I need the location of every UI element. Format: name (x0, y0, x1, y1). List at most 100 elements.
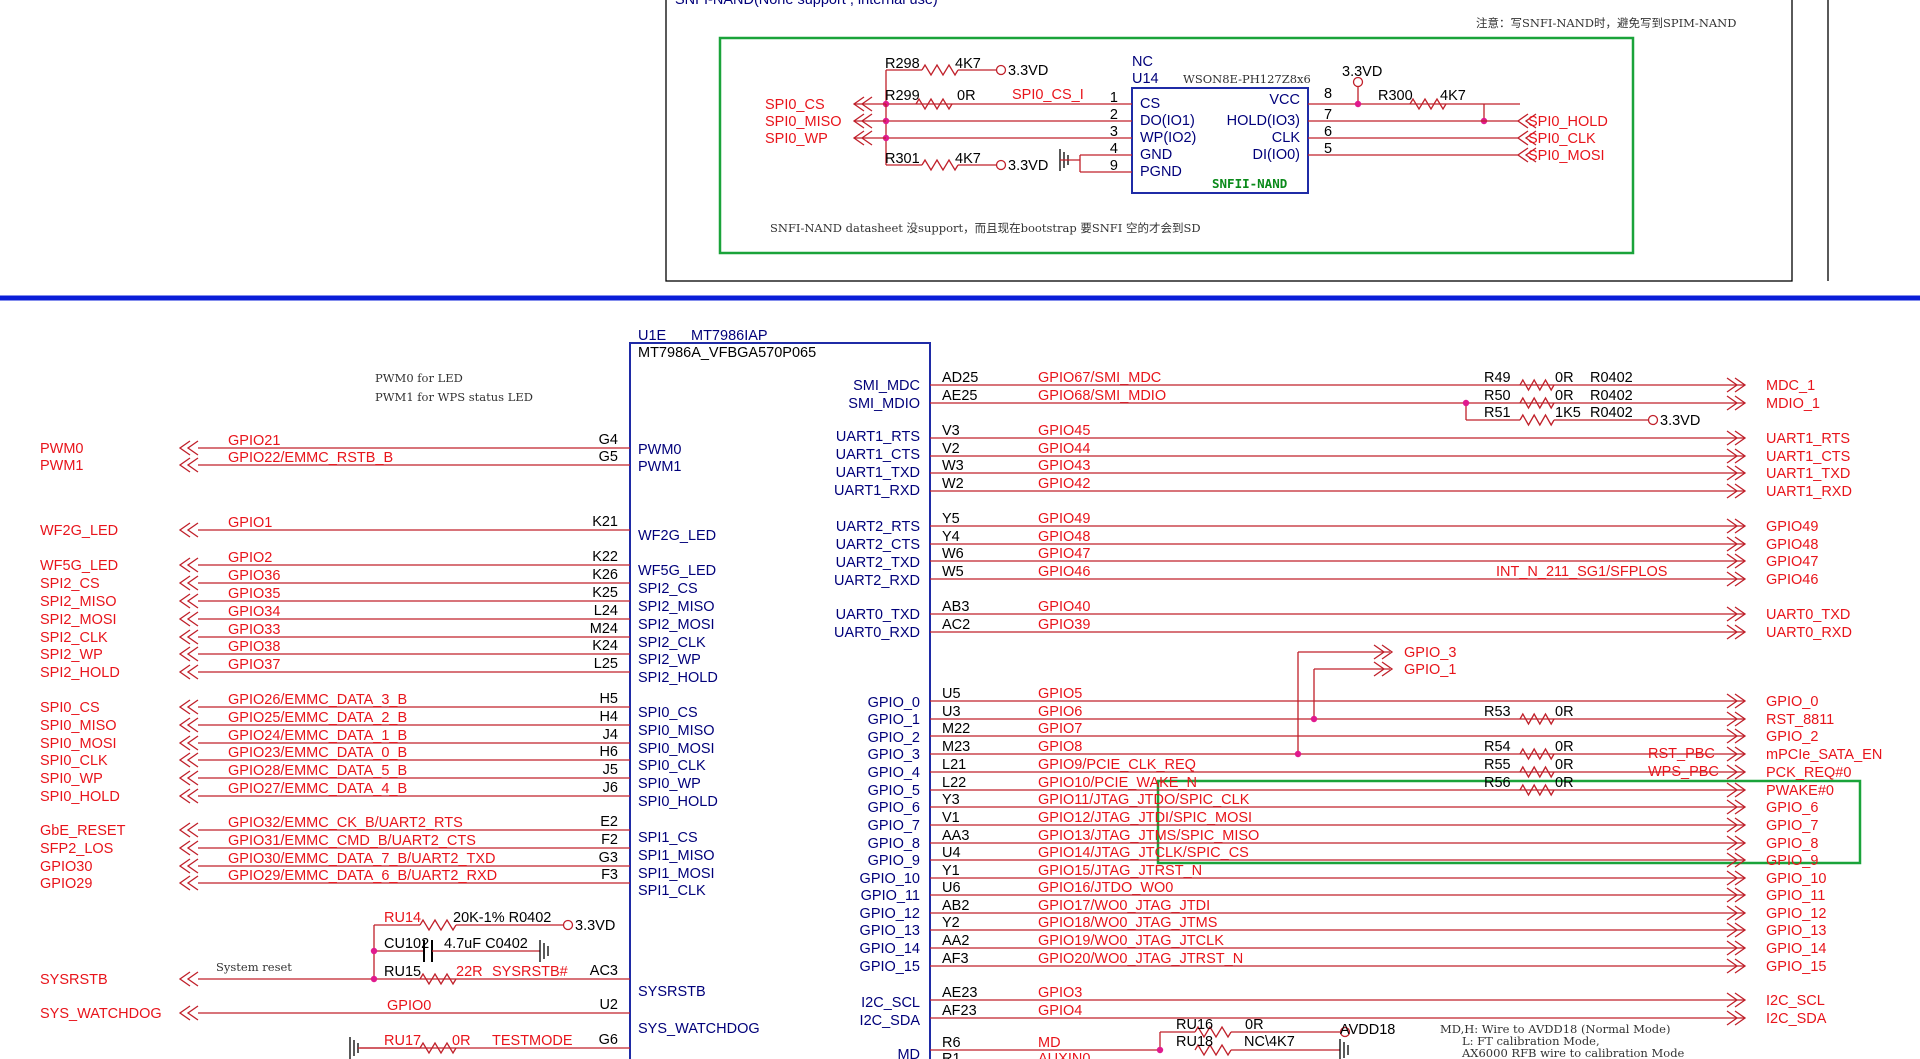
left-pin-name: WF5G_LED (638, 563, 716, 579)
right-pin-name: UART1_RTS (836, 429, 920, 445)
right-net-label: GPIO4 (1038, 1003, 1082, 1019)
port-arrow (1516, 113, 1537, 129)
right-port-arrow (1726, 553, 1747, 569)
right-port-arrow (1726, 624, 1747, 640)
left-port-arrow (178, 646, 199, 662)
right-port-arrow (1726, 922, 1747, 938)
left-ball-label: K21 (592, 514, 618, 530)
u14-pin-num: 8 (1324, 86, 1332, 102)
left-ball-label: G5 (599, 449, 618, 465)
right-net-label: GPIO16/JTDO_WO0 (1038, 880, 1173, 896)
right-pin-name: UART2_RTS (836, 519, 920, 535)
left-net-label: GPIO36 (228, 568, 280, 584)
left-net-label: GPIO0 (387, 998, 431, 1014)
left-port-arrow (178, 971, 199, 987)
avdd18-node (1339, 1026, 1351, 1038)
right-pin-name: MD (897, 1047, 920, 1059)
snfi-warning-note: 注意：写SNFI-NAND时，避免写到SPIM-NAND (1476, 16, 1736, 30)
right-ball-label: W6 (942, 546, 964, 562)
right-net-label: GPIO67/SMI_MDC (1038, 370, 1161, 386)
ru14-value: 20K-1% R0402 (453, 910, 551, 926)
right-ball-label: AA3 (942, 828, 969, 844)
right-port-label: GPIO_11 (1766, 888, 1825, 904)
u14-part: WSON8E-PH127Z8x6 (1183, 72, 1311, 86)
pwm-note-0: PWM0 for LED (375, 371, 463, 385)
left-port-arrow (178, 752, 199, 768)
left-ball-label: H6 (599, 744, 618, 760)
left-net-label: GPIO23/EMMC_DATA_0_B (228, 745, 407, 761)
right-port-label: GPIO_0 (1766, 694, 1818, 710)
right-ball-label: W2 (942, 476, 964, 492)
smi-resistor-value: 1K5 (1555, 405, 1581, 421)
cu102-ref: CU102 (384, 936, 429, 952)
right-ball-label: Y2 (942, 915, 960, 931)
right-pin-name: GPIO_7 (868, 818, 920, 834)
left-port-arrow (178, 611, 199, 627)
right-port-arrow (1726, 782, 1747, 798)
left-port-arrow (178, 1005, 199, 1021)
right-port-label: MDIO_1 (1766, 396, 1820, 412)
smi-resistor-body (1519, 378, 1555, 392)
left-net-label: GPIO37 (228, 657, 280, 673)
u14-label: SNFII-NAND (1212, 176, 1287, 191)
right-ball-label: AF23 (942, 1003, 977, 1019)
left-port-label: GbE_RESET (40, 823, 126, 839)
right-net-label: GPIO6 (1038, 704, 1082, 720)
ru17-value: 0R (452, 1033, 471, 1049)
left-net-label: GPIO34 (228, 604, 280, 620)
vcc-3v3-node (995, 64, 1007, 76)
left-port-arrow (178, 593, 199, 609)
left-ball-label: J5 (603, 762, 618, 778)
right-port-label: RST_8811 (1766, 712, 1834, 728)
power-3v3: 3.3VD (1008, 158, 1048, 174)
right-port-label: UART1_CTS (1766, 449, 1850, 465)
left-pin-name: SYS_WATCHDOG (638, 1021, 760, 1037)
port-arrow (852, 130, 873, 146)
right-port-label: UART1_RTS (1766, 431, 1850, 447)
right-port-label: mPCIe_SATA_EN (1766, 747, 1882, 763)
right-ball-label: Y5 (942, 511, 960, 527)
left-ball-label: M24 (590, 621, 618, 637)
left-port-arrow (178, 457, 199, 473)
u14-nc: NC (1132, 54, 1153, 70)
right-ball-label: R6 (942, 1035, 961, 1051)
left-net-label: GPIO1 (228, 515, 272, 531)
smi-resistor-body (1519, 413, 1555, 427)
right-ball-label: AE23 (942, 985, 977, 1001)
right-net-label: GPIO14/JTAG_JTCLK/SPIC_CS (1038, 845, 1249, 861)
right-port-arrow (1726, 1010, 1747, 1026)
right-net-label: GPIO18/WO0_JTAG_JTMS (1038, 915, 1217, 931)
left-port-label: SPI0_MOSI (40, 736, 117, 752)
r299-body (915, 97, 953, 111)
vcc-3v3-node (995, 159, 1007, 171)
right-ball-label: M22 (942, 721, 970, 737)
port-arrow (1516, 147, 1537, 163)
r299-value: 0R (957, 88, 976, 104)
right-pin-name: UART2_RXD (834, 573, 920, 589)
right-net-label: AUXIN0 (1038, 1051, 1090, 1059)
gpio-resistor-ref: R56 (1484, 775, 1511, 791)
left-pin-name: SPI0_MISO (638, 723, 715, 739)
right-port-arrow (1726, 764, 1747, 780)
right-pin-name: GPIO_4 (868, 765, 920, 781)
gpio-resistor-value: 0R (1555, 739, 1574, 755)
right-ball-label: U4 (942, 845, 961, 861)
left-pin-name: SPI2_MOSI (638, 617, 715, 633)
left-port-arrow (178, 840, 199, 856)
right-pin-name: UART2_CTS (836, 537, 920, 553)
u14-pin-num: 4 (1110, 141, 1118, 157)
right-net-label: GPIO15/JTAG_JTRST_N (1038, 863, 1202, 879)
right-port-arrow (1726, 430, 1747, 446)
left-port-label: SPI0_WP (40, 771, 103, 787)
right-port-arrow (1726, 693, 1747, 709)
left-port-label: PWM1 (40, 458, 84, 474)
right-port-label: MDC_1 (1766, 378, 1815, 394)
right-net-label: GPIO12/JTAG_JTDI/SPIC_MOSI (1038, 810, 1252, 826)
right-port-label: UART0_RXD (1766, 625, 1852, 641)
smi-resistor-value: 0R (1555, 388, 1574, 404)
left-port-label: SPI0_HOLD (40, 789, 120, 805)
left-ball-label: G6 (599, 1032, 618, 1048)
left-port-arrow (178, 629, 199, 645)
u14-pin-num: 3 (1110, 124, 1118, 140)
left-ball-label: G4 (599, 432, 618, 448)
